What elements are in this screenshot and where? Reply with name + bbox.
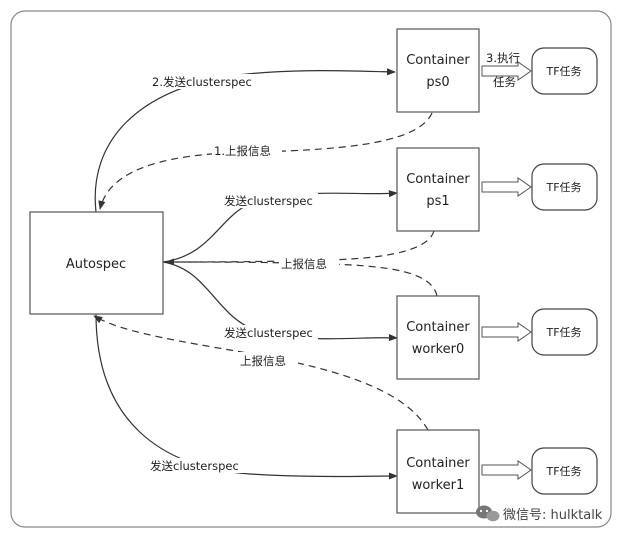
label-send-ps0: 2.发送clusterspec: [150, 74, 258, 89]
svg-text:Autospec: Autospec: [66, 257, 126, 272]
svg-text:Container: Container: [406, 53, 470, 68]
svg-text:任务: 任务: [493, 75, 516, 89]
svg-text:微信号: hulktalk: 微信号: hulktalk: [503, 508, 603, 523]
label-send-worker0: 发送clusterspec: [222, 325, 318, 340]
svg-text:TF任务: TF任务: [545, 326, 581, 339]
svg-text:TF任务: TF任务: [545, 65, 581, 78]
svg-text:2.发送clusterspec: 2.发送clusterspec: [152, 75, 252, 89]
edge-report-worker0: [169, 261, 438, 297]
node-container-worker1: Container worker1: [396, 429, 480, 514]
svg-text:TF任务: TF任务: [545, 465, 581, 478]
svg-text:上报信息: 上报信息: [281, 257, 327, 271]
label-report-ps0: 1.上报信息: [212, 142, 282, 158]
svg-text:ps1: ps1: [426, 194, 449, 209]
svg-text:ps0: ps0: [426, 75, 449, 90]
task-tf-ps0: TF任务: [531, 47, 598, 95]
task-tf-ps1: TF任务: [531, 163, 598, 211]
svg-text:1.上报信息: 1.上报信息: [214, 144, 271, 158]
svg-text:发送clusterspec: 发送clusterspec: [224, 326, 313, 340]
label-report-worker: 上报信息: [238, 352, 298, 368]
svg-text:Container: Container: [406, 456, 470, 471]
label-report-ps1: 上报信息: [279, 255, 339, 271]
svg-text:TF任务: TF任务: [545, 181, 581, 194]
svg-text:Container: Container: [406, 320, 470, 335]
task-tf-worker1: TF任务: [531, 447, 598, 495]
svg-text:3.执行: 3.执行: [486, 51, 520, 65]
node-autospec: Autospec: [29, 211, 164, 315]
edge-report-ps0: [98, 112, 433, 210]
node-container-ps0: Container ps0: [396, 28, 480, 113]
node-container-worker0: Container worker0: [396, 295, 480, 380]
svg-text:发送clusterspec: 发送clusterspec: [224, 194, 313, 208]
task-tf-worker0: TF任务: [531, 308, 598, 356]
svg-text:发送clusterspec: 发送clusterspec: [150, 459, 239, 473]
exec-arrow-worker1: [481, 460, 532, 480]
label-exec-ps0: 3.执行 任务: [486, 51, 520, 89]
svg-text:Container: Container: [406, 172, 470, 187]
node-container-ps1: Container ps1: [396, 147, 480, 232]
exec-arrow-ps1: [481, 177, 532, 197]
svg-text:worker0: worker0: [412, 342, 465, 357]
svg-text:上报信息: 上报信息: [240, 354, 286, 368]
watermark: 微信号: hulktalk: [476, 505, 603, 523]
wechat-icon: [476, 505, 500, 522]
svg-text:worker1: worker1: [412, 478, 465, 493]
exec-arrow-worker0: [481, 322, 532, 342]
label-send-ps1: 发送clusterspec: [222, 193, 318, 208]
exec-arrow-ps0: [481, 61, 532, 81]
label-send-worker1: 发送clusterspec: [148, 458, 244, 473]
